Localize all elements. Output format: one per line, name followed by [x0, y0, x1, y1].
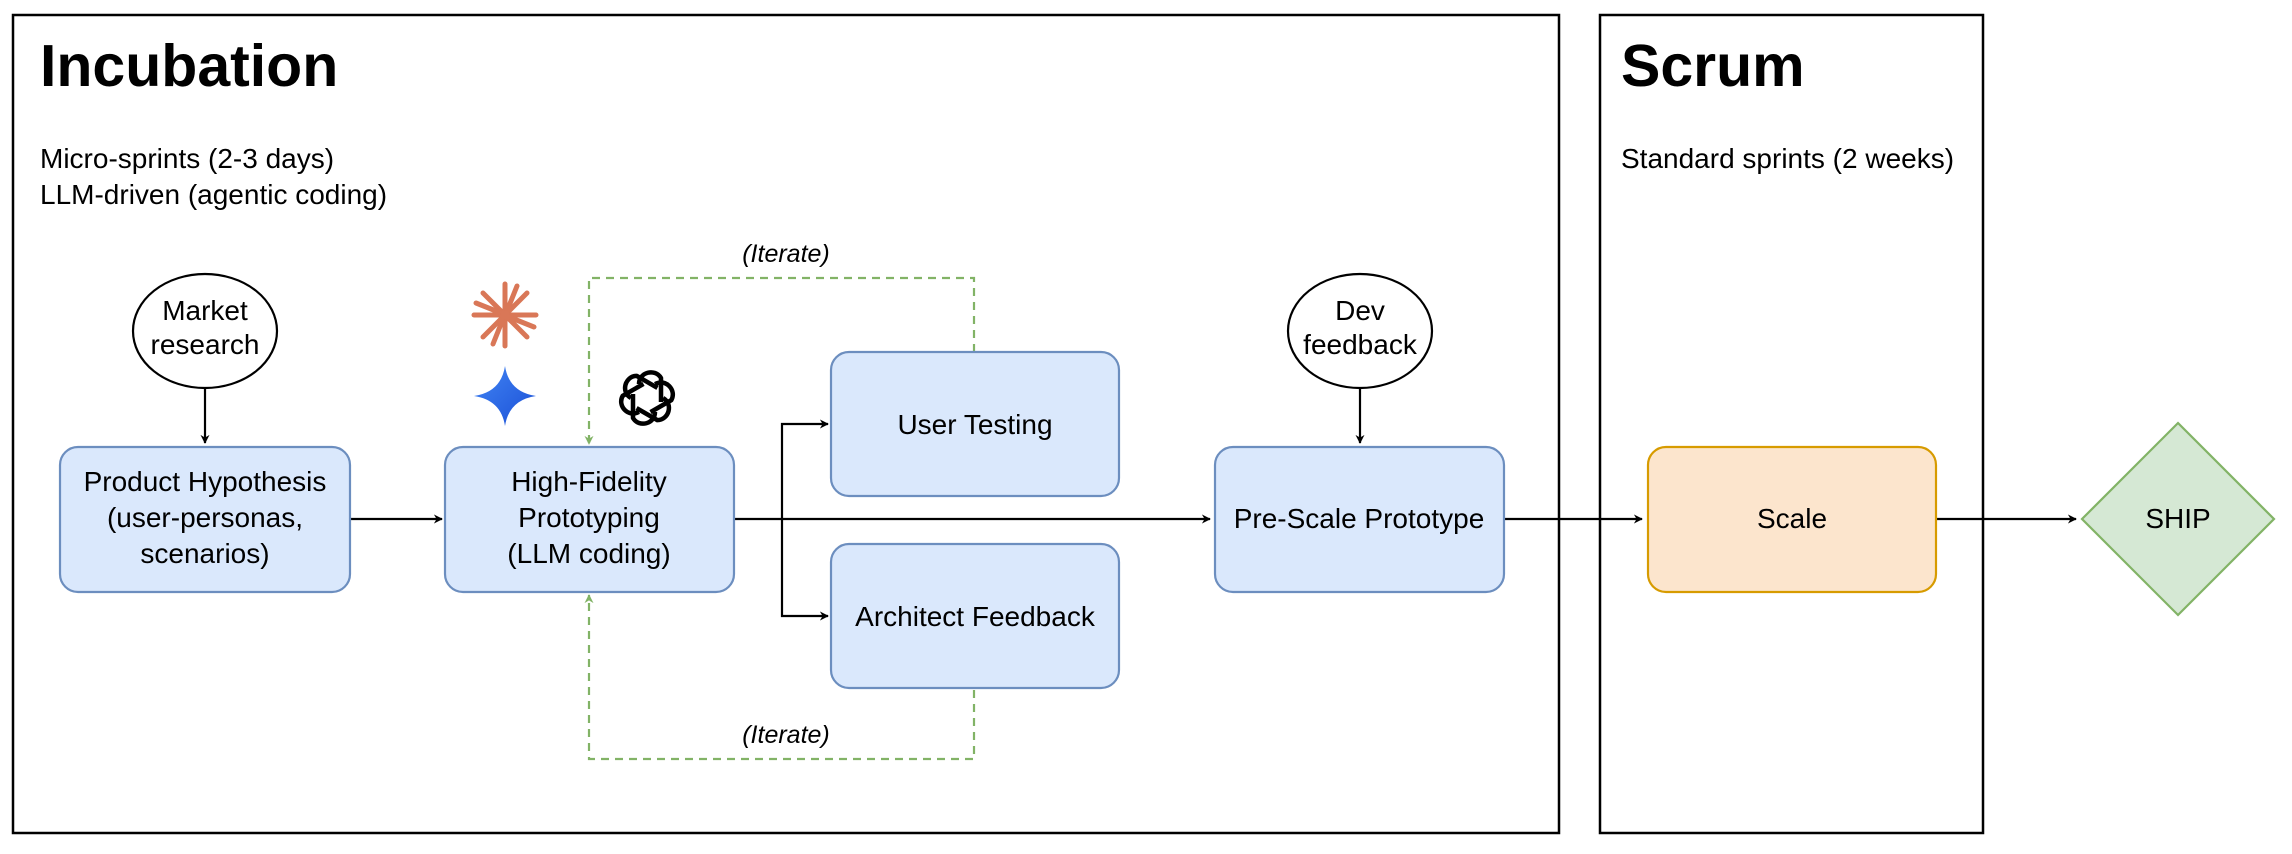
scale-node: Scale — [1646, 445, 1938, 594]
iterate-loop-bottom — [584, 594, 976, 761]
hifi-prototyping-line1: High-Fidelity — [511, 466, 667, 497]
market-research-line2: research — [151, 329, 260, 360]
gemini-logo-icon — [474, 366, 536, 426]
architect-feedback-node: Architect Feedback — [829, 542, 1121, 690]
product-hypothesis-line1: Product Hypothesis — [84, 466, 327, 497]
incubation-subtitle-line2: LLM-driven (agentic coding) — [40, 179, 387, 210]
scrum-frame: Scrum Standard sprints (2 weeks) — [1598, 13, 1985, 835]
edge-branch-to-user-testing — [780, 419, 829, 519]
edge-branch-to-architect-feedback — [780, 519, 829, 621]
incubation-title: Incubation — [40, 33, 338, 99]
product-hypothesis-line2: (user-personas, — [107, 502, 303, 533]
product-hypothesis-node: Product Hypothesis (user-personas, scena… — [58, 445, 352, 594]
scale-label: Scale — [1757, 503, 1827, 534]
hifi-prototyping-line3: (LLM coding) — [507, 538, 670, 569]
market-research-line1: Market — [162, 295, 248, 326]
incubation-subtitle-line1: Micro-sprints (2-3 days) — [40, 143, 334, 174]
product-hypothesis-line3: scenarios) — [140, 538, 269, 569]
openai-logo-icon — [619, 370, 675, 426]
dev-feedback-line1: Dev — [1335, 295, 1385, 326]
hifi-prototyping-node: High-Fidelity Prototyping (LLM coding) — [443, 445, 736, 594]
incubation-frame: Incubation Micro-sprints (2-3 days) LLM-… — [11, 13, 1561, 835]
prescale-prototype-node: Pre-Scale Prototype — [1213, 445, 1506, 594]
ship-label: SHIP — [2145, 503, 2210, 534]
architect-feedback-label: Architect Feedback — [855, 601, 1096, 632]
user-testing-label: User Testing — [897, 409, 1052, 440]
iterate-loop-top — [584, 276, 976, 445]
dev-feedback-node: Dev feedback — [1286, 272, 1434, 390]
scrum-subtitle: Standard sprints (2 weeks) — [1621, 143, 1954, 174]
user-testing-node: User Testing — [829, 350, 1121, 498]
ship-node: SHIP — [2080, 421, 2276, 617]
iterate-label-top: (Iterate) — [742, 240, 830, 268]
claude-logo-icon — [471, 281, 539, 349]
scrum-title: Scrum — [1621, 33, 1805, 99]
prescale-prototype-label: Pre-Scale Prototype — [1234, 503, 1485, 534]
market-research-node: Market research — [131, 272, 279, 390]
iterate-label-bottom: (Iterate) — [742, 721, 830, 749]
hifi-prototyping-line2: Prototyping — [518, 502, 660, 533]
dev-feedback-line2: feedback — [1303, 329, 1418, 360]
